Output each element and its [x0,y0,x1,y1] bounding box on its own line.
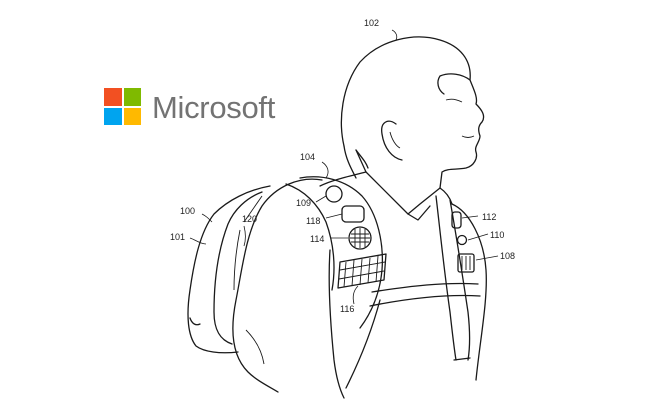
person-torso [319,171,487,389]
ref-118: 118 [306,216,320,226]
ref-116: 116 [340,304,354,314]
ref-112: 112 [482,212,496,222]
leader-lines [189,29,499,305]
speaker-grille [348,226,372,250]
person-head [340,36,485,189]
microsoft-four-square-icon [104,88,141,125]
ref-101: 101 [170,232,185,242]
ref-120: 120 [242,214,257,224]
ref-110: 110 [490,230,504,240]
microsoft-wordmark: Microsoft [152,90,276,125]
chest-pocket [457,253,475,273]
person-arm [232,178,345,399]
clip-ring [456,234,468,246]
ref-109: 109 [296,198,311,208]
microsoft-logo: Microsoft [104,88,294,128]
reference-numerals: 102 104 100 101 120 109 118 114 116 112 … [170,18,515,314]
pad-sensor [341,205,365,223]
shirt-collar [355,149,453,221]
logo-square-yellow [123,107,141,125]
shoulder-strap [285,176,387,329]
front-strap [435,195,475,361]
ref-104: 104 [300,152,315,162]
clip-upper [451,211,462,229]
backpack-body [187,185,271,354]
logo-square-green [123,88,141,106]
ref-100: 100 [180,206,195,216]
logo-square-blue [104,107,122,125]
circle-sensor [325,185,343,203]
ref-114: 114 [310,234,324,244]
logo-square-red [104,88,122,106]
ref-102: 102 [364,18,379,28]
ref-108: 108 [500,251,515,261]
